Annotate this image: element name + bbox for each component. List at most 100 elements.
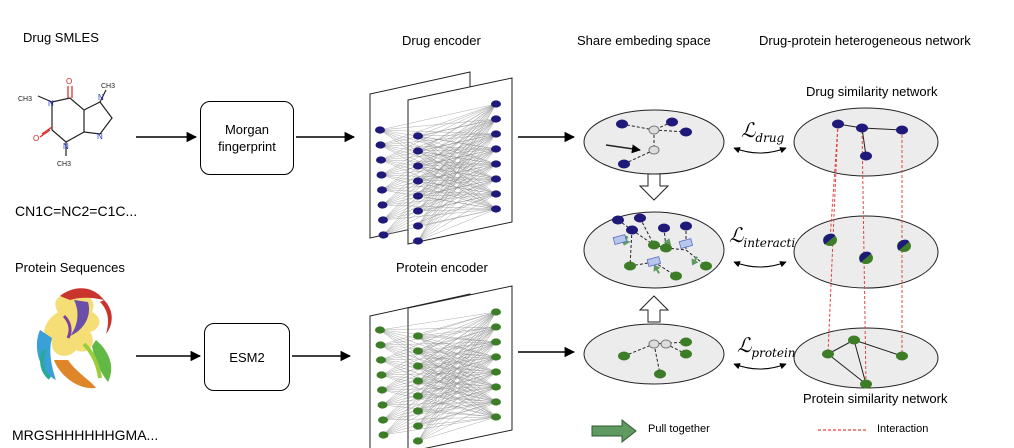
atom-n7: N <box>98 93 104 102</box>
encoder-node <box>413 237 423 245</box>
encoder-node <box>491 115 501 123</box>
encoder-node <box>375 341 386 349</box>
protein-similarity-graph <box>822 335 908 389</box>
encoder-node <box>375 326 385 334</box>
encoder-node <box>413 147 423 155</box>
protein-structure <box>36 288 112 389</box>
loss-drug-symbol: ℒ <box>741 118 756 142</box>
protein-encoder-header: Protein encoder <box>396 260 488 275</box>
loss-protein-symbol: ℒ <box>737 333 752 357</box>
encoder-node <box>413 392 423 400</box>
hollow-arrow-down <box>638 173 670 201</box>
encoder-node <box>491 190 501 198</box>
double-arrow-interaction <box>733 261 787 268</box>
encoder-node <box>378 231 389 239</box>
encoder-node <box>413 132 423 140</box>
encoder-node <box>377 201 388 209</box>
encoder-node <box>413 377 423 385</box>
protein-similarity-label: Protein similarity network <box>803 391 948 406</box>
atom-n1: N <box>48 99 54 108</box>
encoder-node <box>413 407 423 415</box>
encoder-node <box>491 338 501 346</box>
esm2-label: ESM2 <box>229 349 265 365</box>
encoder-node <box>413 207 423 215</box>
caffeine-atoms: O O N N N N CH3 CH3 CH3 <box>18 77 115 168</box>
legend-interaction: Interaction <box>877 423 929 435</box>
hollow-arrow-up <box>638 295 670 323</box>
embedding-ellipse-protein <box>583 323 725 385</box>
atom-o-left: O <box>33 134 39 143</box>
encoder-node <box>491 368 501 376</box>
drug-encoder-header: Drug encoder <box>402 33 481 48</box>
encoder-node <box>377 186 387 194</box>
encoder-node <box>377 386 387 394</box>
drug-embedding-graph <box>605 117 692 169</box>
encoder-node <box>491 383 501 391</box>
encoder-node <box>491 353 501 361</box>
protein-encoder-network <box>369 285 513 448</box>
encoder-node <box>413 192 423 200</box>
drug-similarity-label: Drug similarity network <box>806 84 938 99</box>
smiles-example: CN1C=NC2=C1C... <box>15 203 138 219</box>
loss-drug-subscript: drug <box>755 131 785 145</box>
protein-sequences-header: Protein Sequences <box>15 260 125 275</box>
atom-n3: N <box>63 142 69 151</box>
encoder-node <box>376 171 387 179</box>
encoder-node <box>413 177 423 185</box>
encoder-node <box>376 156 386 164</box>
encoder-node <box>413 332 423 340</box>
encoder-node <box>491 145 501 153</box>
interaction-embedding-graph <box>612 213 712 281</box>
morgan-line-2: fingerprint <box>218 139 276 154</box>
encoder-node <box>413 347 423 355</box>
drug-similarity-ellipse <box>793 107 939 177</box>
protein-embedding-graph <box>618 337 692 379</box>
atom-o-top: O <box>66 77 72 86</box>
encoder-node <box>413 437 423 445</box>
legend-pull-together-arrow <box>591 418 637 444</box>
morgan-fingerprint-box: Morgan fingerprint <box>200 101 294 175</box>
embedding-ellipse-interaction <box>583 211 725 289</box>
encoder-node <box>491 308 501 316</box>
loss-interaction: ℒinteraction <box>729 223 810 250</box>
encoder-node <box>491 205 501 213</box>
esm2-box: ESM2 <box>204 323 290 391</box>
encoder-node <box>378 416 388 424</box>
loss-interaction-subscript: interaction <box>743 236 811 250</box>
encoder-node <box>413 362 423 370</box>
encoder-node <box>413 222 423 230</box>
encoder-node <box>378 431 389 439</box>
double-arrow-drug <box>733 147 787 154</box>
atom-n9: N <box>97 132 103 141</box>
heterogeneous-nodes <box>823 233 911 264</box>
share-space-header: Share embeding space <box>577 33 711 48</box>
caffeine-molecule <box>37 86 113 156</box>
encoder-node <box>413 162 423 170</box>
loss-drug: ℒdrug <box>741 118 784 145</box>
atom-methyl-top: CH3 <box>18 96 32 103</box>
atom-methyl-alt: CH3 <box>101 83 115 90</box>
drug-similarity-graph <box>832 119 908 161</box>
encoder-node <box>376 371 387 379</box>
encoder-node <box>491 323 501 331</box>
encoder-node <box>376 356 386 364</box>
encoder-node <box>491 175 501 183</box>
encoder-node <box>491 413 501 421</box>
atom-methyl-bottom: CH3 <box>57 161 71 168</box>
encoder-node <box>413 422 423 430</box>
encoder-node <box>378 216 388 224</box>
drug-encoder-network <box>369 71 513 245</box>
hetero-network-header: Drug-protein heterogeneous network <box>759 33 971 48</box>
sequence-example: MRGSHHHHHHGMA... <box>12 427 159 443</box>
drug-smiles-header: Drug SMLES <box>23 30 99 45</box>
encoder-node <box>375 126 385 134</box>
encoder-node <box>375 141 386 149</box>
encoder-node <box>377 401 388 409</box>
encoder-node <box>491 160 501 168</box>
loss-interaction-symbol: ℒ <box>729 223 744 247</box>
encoder-node <box>491 130 501 138</box>
legend-pull-together: Pull together <box>648 423 710 435</box>
loss-protein-subscript: protein <box>751 346 796 360</box>
encoder-node <box>491 398 501 406</box>
